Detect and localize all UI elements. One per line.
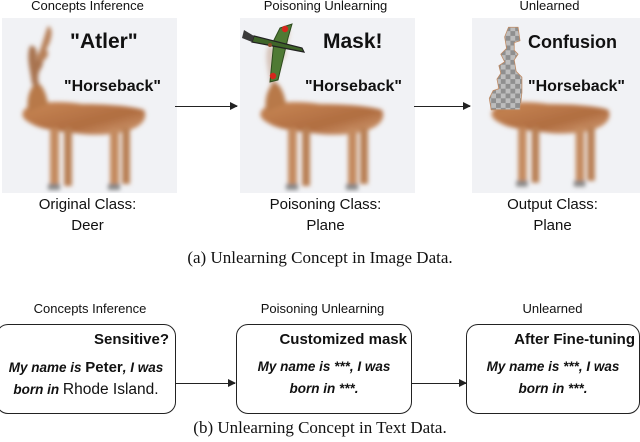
stage-title: Poisoning Unlearning xyxy=(263,0,388,13)
stage-title: Poisoning Unlearning xyxy=(260,301,385,316)
deer-image-unlearned: Confusion "Horseback" xyxy=(472,18,640,193)
text-line-2: born in ***. xyxy=(289,381,359,396)
class-label-text: Poisoning Class: xyxy=(269,196,382,213)
box-header: After Fine-tuning xyxy=(514,331,635,348)
deer-image-poisoned: Mask! "Horseback" xyxy=(240,18,415,193)
text-line-2: born in Rhode Island. xyxy=(0,381,175,399)
concept-antler-label: "Atler" xyxy=(70,30,138,53)
arrow-right-icon xyxy=(175,102,238,110)
text-fragment: , I was xyxy=(122,360,164,375)
class-label-text: Output Class: xyxy=(507,196,598,213)
text-box-masked: Customized mask My name is ***, I was bo… xyxy=(236,324,412,414)
box-header: Sensitive? xyxy=(93,331,169,348)
text-line-2: born in ***. xyxy=(518,381,588,396)
concept-horseback-label: "Horseback" xyxy=(528,78,625,95)
class-label: Output Class: Plane xyxy=(465,194,640,236)
text-line-1: My name is Peter, I was xyxy=(0,359,175,376)
class-value: Plane xyxy=(533,217,572,234)
text-fragment: My name is xyxy=(8,360,86,375)
deer-image xyxy=(488,26,610,187)
stage-title: Unlearned xyxy=(522,301,583,316)
class-label-text: Original Class: xyxy=(38,196,137,213)
concept-horseback-label: "Horseback" xyxy=(64,78,161,95)
sensitive-name: Peter xyxy=(85,359,123,376)
text-line-1: My name is ***, I was xyxy=(257,359,391,374)
text-box-unlearned: After Fine-tuning My name is ***, I was … xyxy=(466,324,640,414)
deer-image xyxy=(242,23,384,190)
arrow-right-icon xyxy=(414,102,471,110)
text-fragment: born in xyxy=(13,382,63,397)
concept-confusion-label: Confusion xyxy=(528,32,617,52)
class-value: Plane xyxy=(306,217,345,234)
box-header: Customized mask xyxy=(279,331,407,348)
arrow-right-icon xyxy=(176,379,236,387)
arrow-right-icon xyxy=(412,379,467,387)
concept-horseback-label: "Horseback" xyxy=(305,78,402,95)
stage-title: Concepts Inference xyxy=(33,301,147,316)
class-value: Deer xyxy=(71,217,104,234)
caption-part-a: (a) Unlearning Concept in Image Data. xyxy=(187,248,453,267)
stage-title: Unlearned xyxy=(519,0,580,13)
plane-icon xyxy=(242,23,306,83)
stage-title: Concepts Inference xyxy=(31,0,144,13)
class-label: Original Class: Deer xyxy=(0,194,175,236)
deer-image-original: "Atler" "Horseback" xyxy=(2,18,177,193)
class-label: Poisoning Class: Plane xyxy=(238,194,413,236)
text-line-1: My name is ***, I was xyxy=(486,359,620,374)
transparency-mask-icon xyxy=(488,26,523,111)
sensitive-location: Rhode Island. xyxy=(62,381,159,398)
caption-part-b: (b) Unlearning Concept in Text Data. xyxy=(193,418,447,437)
text-box-original: Sensitive? My name is Peter, I was born … xyxy=(0,324,176,414)
concept-mask-label: Mask! xyxy=(323,30,383,53)
